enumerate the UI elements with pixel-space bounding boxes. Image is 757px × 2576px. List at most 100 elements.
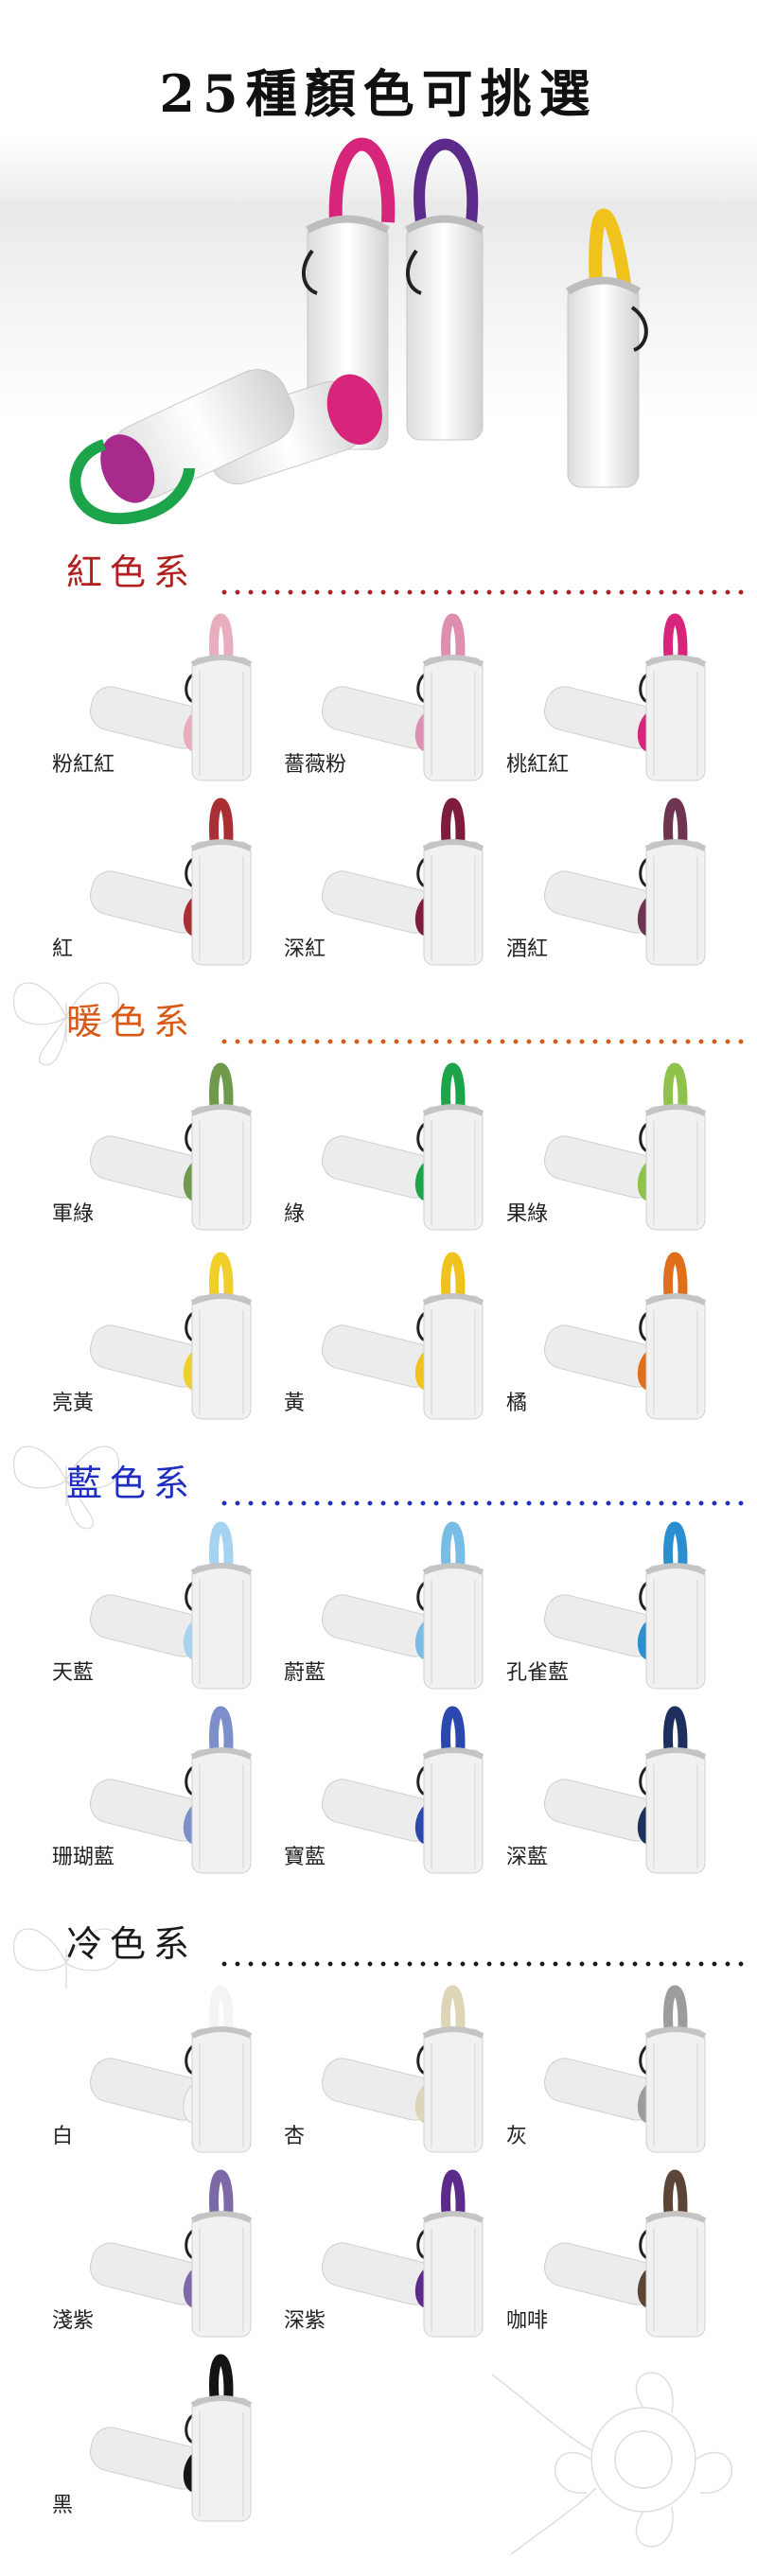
strap-mark [441,797,466,848]
section-title: 暖色系 [66,1001,748,1048]
color-swatch-item: 綠 [284,1055,511,1235]
section-title-label: 藍色系 [66,1463,198,1504]
strap-mark [663,613,688,663]
strap-mark [209,1521,234,1571]
dotted-divider [218,589,748,595]
strap-mark [441,1521,466,1571]
strap-mark [209,613,234,663]
strap-mark [209,2354,234,2404]
strap-mark [663,1985,688,2035]
product-illustration [90,1706,253,1874]
color-name: 酒紅 [506,938,549,961]
color-name: 黑 [52,2494,74,2517]
color-swatch-item: 深藍 [506,1698,733,1878]
product-illustration [544,1062,707,1231]
color-name: 粉紅紅 [52,753,115,777]
product-illustration [544,2169,707,2338]
color-swatch-item: 果綠 [506,1055,733,1235]
color-swatch-item: 紅 [52,790,279,970]
color-swatch-item: 桃紅紅 [506,605,733,785]
color-name: 薔薇粉 [284,753,347,777]
color-swatch-item: 粉紅紅 [52,605,279,785]
color-name: 果綠 [506,1202,549,1226]
color-name: 蔚藍 [284,1661,326,1685]
product-illustration [90,1062,253,1231]
strap-mark [663,1521,688,1571]
strap-mark [441,1062,466,1113]
color-swatch-item: 亮黃 [52,1244,279,1424]
section-title: 藍色系 [66,1463,748,1510]
dotted-divider [218,1500,748,1506]
section-title-label: 冷色系 [66,1923,198,1965]
product-illustration [90,1521,253,1690]
hero-product-image [0,137,757,525]
color-name: 深紅 [284,938,326,961]
product-illustration [90,1252,253,1420]
color-name: 黃 [284,1392,306,1415]
product-illustration [544,1985,707,2153]
strap-mark [209,797,234,848]
product-illustration [322,1252,484,1420]
color-name: 白 [52,2125,74,2148]
section-title-label: 紅色系 [66,552,198,593]
flower-background-icon [491,2372,732,2555]
strap-mark [663,1252,688,1302]
strap-mark [441,1706,466,1756]
section-title-label: 暖色系 [66,1001,198,1043]
color-swatch-item: 杏 [284,1977,511,2157]
product-illustration [544,797,707,966]
strap-mark [209,2169,234,2219]
color-swatch-item: 淺紫 [52,2162,279,2341]
page-title: 25種顏色可挑選 [159,63,598,124]
color-name: 淺紫 [52,2309,95,2333]
strap-mark [441,1985,466,2035]
product-illustration [322,613,484,781]
color-swatch-item: 天藍 [52,1514,279,1693]
color-swatch-item: 灰 [506,1977,733,2157]
product-illustration [322,1706,484,1874]
color-swatch-item: 軍綠 [52,1055,279,1235]
color-name: 灰 [506,2125,528,2148]
color-swatch-item: 咖啡 [506,2162,733,2341]
color-swatch-item: 珊瑚藍 [52,1698,279,1878]
color-swatch-item: 寶藍 [284,1698,511,1878]
strap-mark [663,1062,688,1113]
dotted-divider [218,1039,748,1044]
product-illustration [90,797,253,966]
color-name: 深藍 [506,1846,549,1869]
product-illustration [90,2169,253,2338]
color-name: 桃紅紅 [506,753,570,777]
strap-mark [663,1706,688,1756]
color-swatch-item: 深紫 [284,2162,511,2341]
color-swatch-item: 孔雀藍 [506,1514,733,1693]
strap-mark [209,1062,234,1113]
section-title: 紅色系 [66,552,748,599]
product-illustration [90,1985,253,2153]
color-name: 孔雀藍 [506,1661,570,1685]
color-swatch-item: 深紅 [284,790,511,970]
strap-mark [663,797,688,848]
strap-mark [663,2169,688,2219]
product-illustration [544,613,707,781]
color-name: 亮黃 [52,1392,95,1415]
color-swatch-item: 橘 [506,1244,733,1424]
product-illustration [322,1985,484,2153]
dotted-divider [218,1961,748,1967]
color-swatch-item: 酒紅 [506,790,733,970]
strap-mark [441,1252,466,1302]
color-swatch-item: 黑 [52,2346,279,2526]
product-illustration [322,1062,484,1231]
color-name: 紅 [52,938,74,961]
strap-mark [209,1706,234,1756]
color-name: 深紫 [284,2309,326,2333]
color-name: 珊瑚藍 [52,1846,115,1869]
product-illustration [544,1252,707,1420]
color-swatch-item: 蔚藍 [284,1514,511,1693]
color-name: 軍綠 [52,1202,95,1226]
product-illustration [544,1521,707,1690]
color-swatch-item: 黃 [284,1244,511,1424]
color-name: 綠 [284,1202,306,1226]
product-illustration [544,1706,707,1874]
color-name: 天藍 [52,1661,95,1685]
product-illustration [322,797,484,966]
